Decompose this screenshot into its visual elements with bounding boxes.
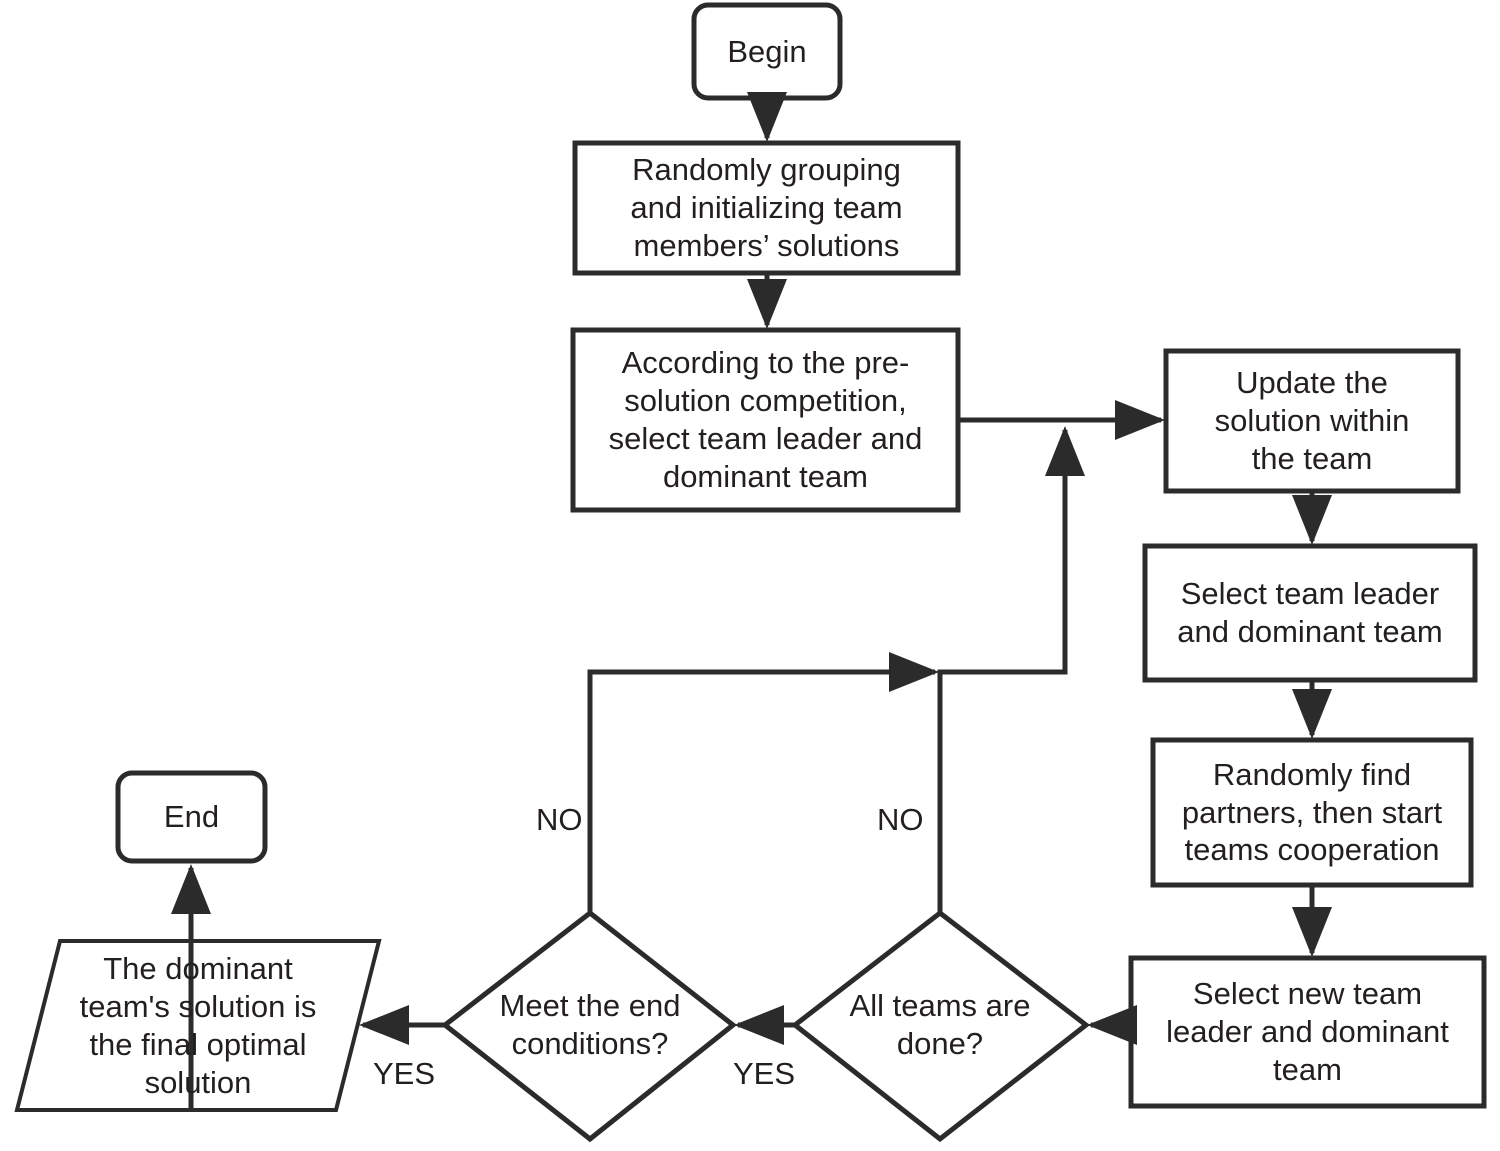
node-final-solution (14, 939, 382, 1112)
edge-label-meet-end-yes: YES (373, 1056, 436, 1091)
node-all-teams-done (790, 909, 1091, 1143)
node-presolution (570, 327, 961, 513)
node-select-leader (1142, 543, 1478, 683)
node-begin (691, 2, 843, 101)
node-meet-end-conditions (440, 909, 738, 1143)
edge-label-meet-end-no: NO (536, 802, 583, 837)
node-init (572, 140, 961, 276)
edge-label-all-teams-yes: YES (733, 1056, 796, 1091)
node-select-new-leader (1128, 955, 1487, 1109)
node-update-solution (1163, 348, 1461, 494)
node-find-partners (1150, 737, 1474, 888)
edge-label-all-teams-no: NO (877, 802, 924, 837)
node-end (115, 770, 268, 864)
edge-meet-end-conditions-no (587, 652, 940, 913)
edge-all-teams-done-no (937, 425, 1085, 913)
